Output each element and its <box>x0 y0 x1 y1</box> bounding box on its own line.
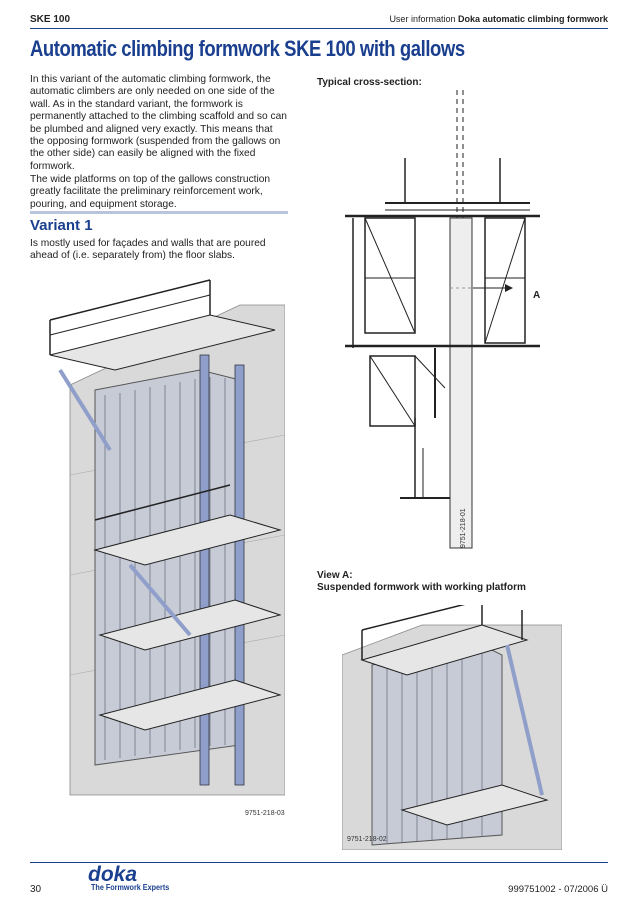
variant-rule <box>30 211 288 214</box>
header-title: User information Doka automatic climbing… <box>389 14 608 24</box>
document-number: 999751002 - 07/2006 Ü <box>508 884 608 895</box>
variant-description: Is mostly used for façades and walls tha… <box>30 238 266 262</box>
doka-logo-icon: doka <box>88 864 137 884</box>
cross-section-drawing: A 9751-218-01 <box>345 90 540 549</box>
intro-paragraph-2: The wide platforms on top of the gallows… <box>30 174 271 210</box>
header-section: SKE 100 <box>30 14 71 25</box>
intro-paragraph-1: In this variant of the automatic climbin… <box>30 74 287 172</box>
viewA-illustration: 9751-218-02 <box>342 605 562 850</box>
viewA-caption: View A: Suspended formwork with working … <box>317 570 526 595</box>
viewA-code: 9751-218-02 <box>347 836 387 843</box>
variant1-illustration: 9751-218-03 <box>49 279 285 817</box>
callout-label: A <box>533 290 540 301</box>
footer-rule <box>30 862 608 863</box>
variant1-code: 9751-218-03 <box>245 810 285 817</box>
viewA-subtitle: Suspended formwork with working platform <box>317 582 526 594</box>
header-product: Doka automatic climbing formwork <box>457 14 608 24</box>
cross-section-code: 9751-218-01 <box>460 508 467 548</box>
footer-tagline: The Formwork Experts <box>91 882 170 892</box>
viewA-title: View A: <box>317 570 353 581</box>
page-number: 30 <box>30 884 42 895</box>
cross-section-label: Typical cross-section: <box>317 77 422 88</box>
doka-logo-text: doka <box>88 864 137 884</box>
header-prefix: User information <box>389 14 458 24</box>
page-title: Automatic climbing formwork SKE 100 with… <box>30 36 465 61</box>
variant-heading: Variant 1 <box>30 217 93 234</box>
header-rule <box>30 28 608 29</box>
